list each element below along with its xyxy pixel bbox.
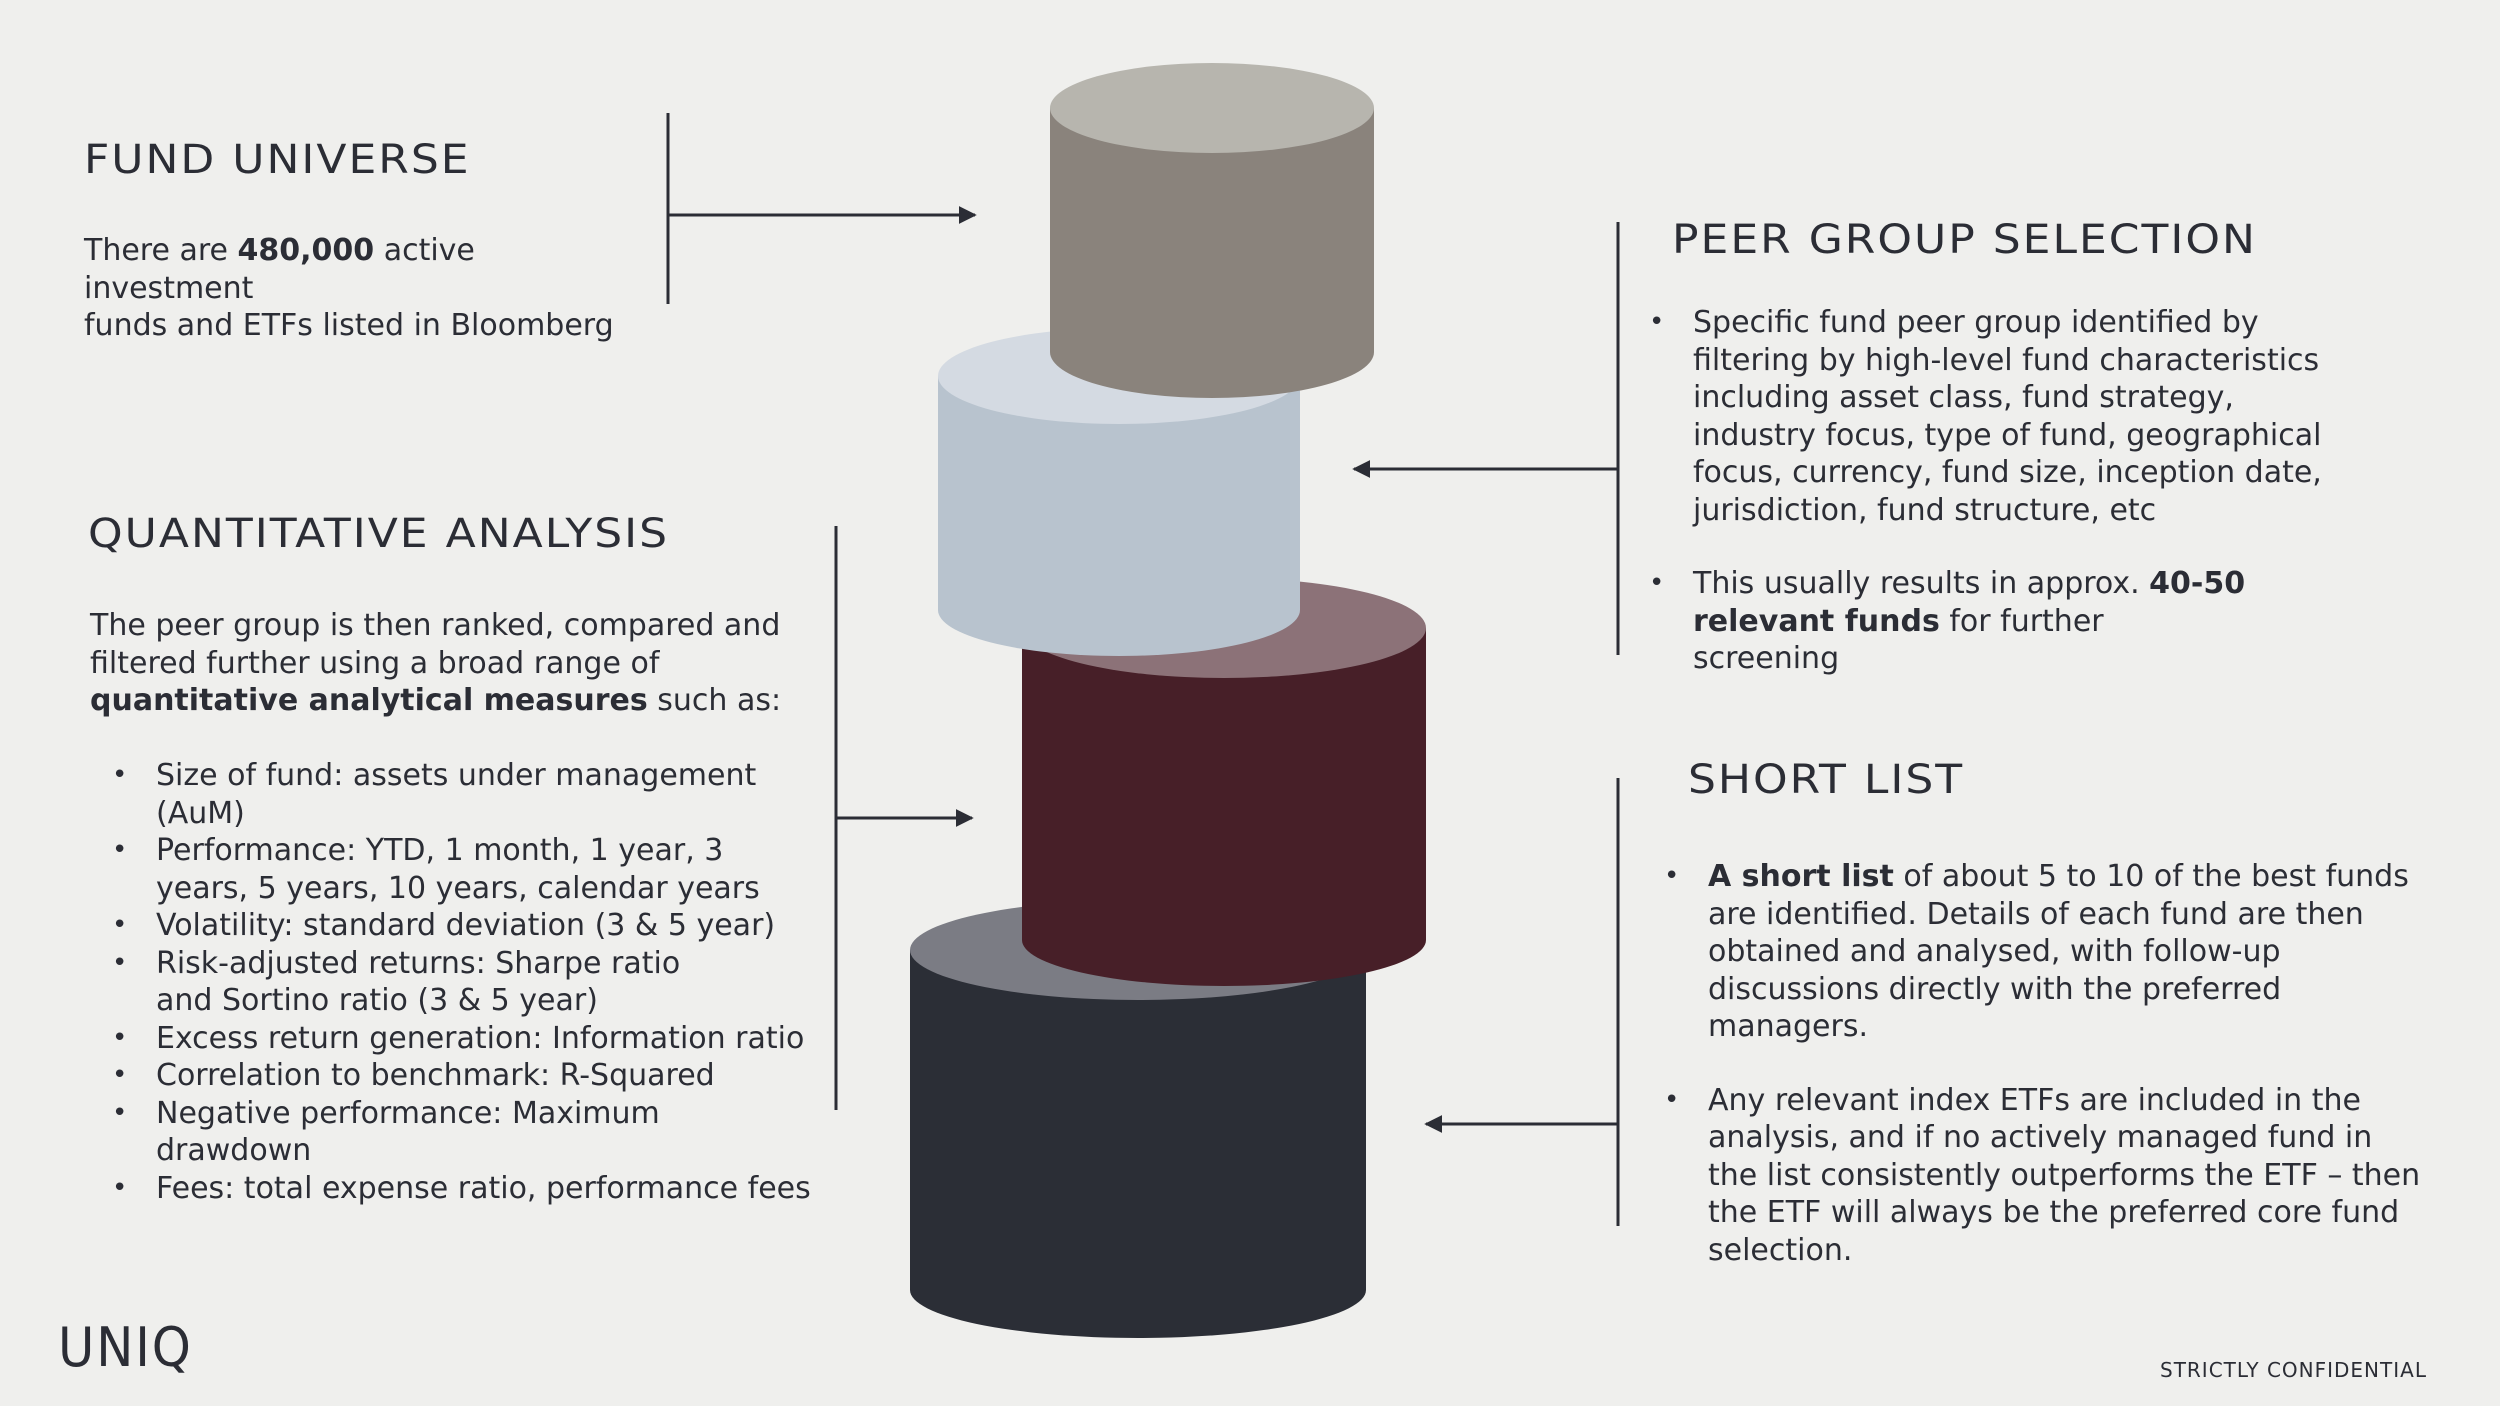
- qa-intro-line1: The peer group is then ranked, compared …: [90, 608, 781, 643]
- list-item: Volatility: standard deviation (3 & 5 ye…: [112, 907, 816, 945]
- list-item: Risk-adjusted returns: Sharpe ratio and …: [112, 945, 716, 1020]
- fund-universe-text: There are 480,000 active investment fund…: [84, 232, 644, 345]
- peer-group-selection-title: PEER GROUP SELECTION: [1672, 216, 2257, 263]
- quantitative-analysis-title: QUANTITATIVE ANALYSIS: [88, 510, 670, 557]
- connector-peer-group: [1352, 222, 1620, 655]
- list-item: Size of fund: assets under management (A…: [112, 757, 816, 832]
- qa-intro-line3: quantitative analytical measures such as…: [90, 683, 782, 718]
- connector-quantitative-analysis: [834, 526, 974, 1110]
- list-item: Performance: YTD, 1 month, 1 year, 3 yea…: [112, 832, 816, 907]
- cylinder-fund-universe: [1050, 63, 1374, 398]
- connector-fund-universe: [666, 113, 977, 304]
- list-item: Excess return generation: Information ra…: [112, 1020, 816, 1058]
- list-item: Fees: total expense ratio, performance f…: [112, 1170, 816, 1208]
- list-item: Any relevant index ETFs are included in …: [1664, 1082, 2428, 1270]
- list-item: This usually results in approx. 40-50 re…: [1649, 565, 2253, 678]
- qa-intro-line2: filtered further using a broad range of: [90, 645, 660, 681]
- uniq-logo: UNIQ: [58, 1316, 193, 1379]
- peer-group-list: Specific fund peer group identified by f…: [1649, 304, 2343, 678]
- short-list-list: A short list of about 5 to 10 of the bes…: [1664, 858, 2428, 1270]
- quantitative-measures-list: Size of fund: assets under management (A…: [112, 757, 816, 1208]
- confidential-label: STRICTLY CONFIDENTIAL: [2160, 1358, 2427, 1382]
- list-item: Correlation to benchmark: R-Squared: [112, 1057, 816, 1095]
- list-item: Negative performance: Maximum drawdown: [112, 1095, 816, 1170]
- short-list-title: SHORT LIST: [1688, 756, 1965, 803]
- connector-short-list: [1424, 778, 1620, 1226]
- fund-universe-line2: funds and ETFs listed in Bloomberg: [84, 308, 614, 343]
- fund-universe-line1: There are 480,000 active investment: [84, 233, 475, 306]
- list-item: A short list of about 5 to 10 of the bes…: [1664, 858, 2428, 1046]
- list-item: Specific fund peer group identified by f…: [1649, 304, 2343, 529]
- fund-universe-title: FUND UNIVERSE: [84, 136, 471, 183]
- quantitative-analysis-text: The peer group is then ranked, compared …: [90, 607, 810, 720]
